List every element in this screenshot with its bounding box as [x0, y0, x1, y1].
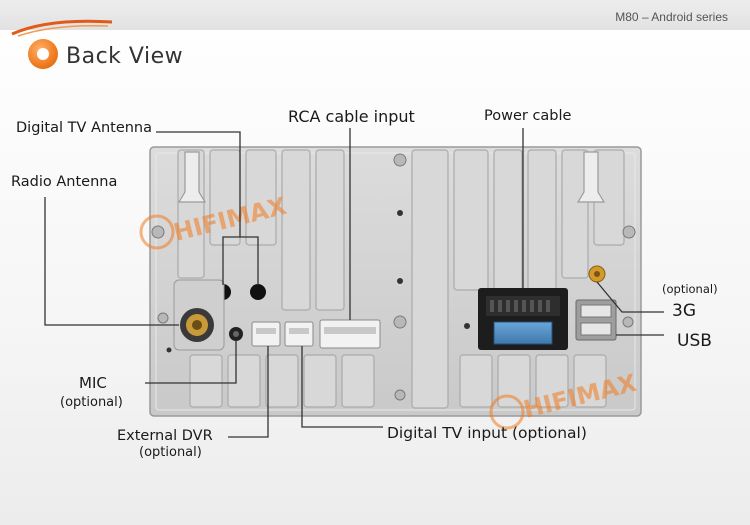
series-label: M80 – Android series — [615, 10, 728, 24]
label-external-dvr-optional: (optional) — [139, 445, 202, 460]
label-rca-cable-input: RCA cable input — [288, 107, 415, 126]
label-usb: USB — [677, 331, 712, 351]
dtv-antenna-socket-2 — [250, 284, 266, 300]
label-3g-optional: (optional) — [662, 282, 718, 296]
label-radio-antenna: Radio Antenna — [11, 174, 118, 190]
leader-lines — [44, 128, 664, 438]
label-mic: MIC — [79, 374, 107, 392]
panel-ribs — [177, 149, 625, 409]
label-3g: 3G — [672, 301, 696, 321]
swoosh-decoration — [11, 19, 113, 37]
label-mic-optional: (optional) — [60, 395, 123, 410]
title-circle-icon — [28, 39, 58, 69]
label-external-dvr: External DVR — [117, 428, 213, 444]
header-bar — [0, 0, 750, 30]
screws — [151, 153, 636, 401]
label-digital-tv-input: Digital TV input (optional) — [387, 424, 587, 442]
label-digital-tv-antenna: Digital TV Antenna — [16, 120, 153, 136]
label-power-cable: Power cable — [484, 108, 572, 124]
page-title: Back View — [66, 44, 184, 69]
